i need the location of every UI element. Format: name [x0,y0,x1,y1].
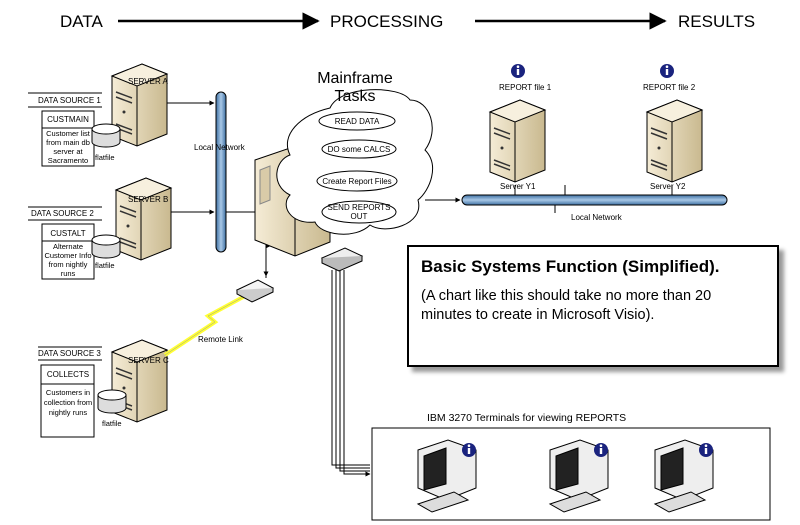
terminals-label: IBM 3270 Terminals for viewing REPORTS [427,412,626,424]
source-label: DATA SOURCE 1 [38,96,101,105]
table-name: CUSTMAIN [47,115,89,124]
data-source-2: DATA SOURCE 2 CUSTALT Alternate Customer… [28,177,172,280]
svg-text:flatfile: flatfile [95,153,115,162]
info-icon [699,443,713,457]
server-y1-icon [489,99,546,183]
server-y2-icon [646,99,703,183]
lightning-icon [163,294,246,357]
svg-text:Alternate: Alternate [53,242,83,251]
svg-text:OUT: OUT [351,212,368,221]
table-name: CUSTALT [50,229,85,238]
svg-text:server at: server at [53,147,83,156]
server-label: SERVER C [128,356,169,365]
task-create-report-files: Create Report Files [322,177,391,186]
task-do-calcs: DO some CALCS [328,145,391,154]
summary-title: Basic Systems Function (Simplified). [421,257,720,276]
mainframe-title: Tasks [335,88,376,105]
local-network-label: Local Network [194,143,246,152]
info-icon [594,443,608,457]
source-label: DATA SOURCE 2 [31,209,94,218]
summary-body: (A chart like this should take no more t… [421,288,712,323]
svg-text:nightly runs: nightly runs [49,408,88,417]
svg-text:Sacramento: Sacramento [48,156,88,165]
report-file-1-label: REPORT file 1 [499,83,552,92]
data-source-3: DATA SOURCE 3 COLLECTS Customers in coll… [38,339,169,438]
svg-text:Customer list: Customer list [46,129,91,138]
local-network-bar-right [461,194,728,206]
mainframe-title: Mainframe [317,70,393,87]
remote-link-label: Remote Link [198,335,244,344]
svg-text:flatfile: flatfile [95,261,115,270]
summary-box: Basic Systems Function (Simplified). (A … [407,245,779,367]
report-file-2-label: REPORT file 2 [643,83,696,92]
server-b-icon [115,177,172,261]
flatfile-disk-icon [91,234,121,259]
info-icon [462,443,476,457]
header-data: DATA [60,12,103,31]
table-name: COLLECTS [47,370,89,379]
info-icon [511,64,525,78]
task-read-data: READ DATA [335,117,380,126]
svg-text:collection from: collection from [44,398,92,407]
flatfile-disk-icon [91,123,121,148]
header-results: RESULTS [678,12,755,31]
server-label: SERVER B [128,195,168,204]
source-label: DATA SOURCE 3 [38,349,101,358]
data-source-1: DATA SOURCE 1 CUSTMAIN Customer list fro… [28,63,169,167]
task-send-reports: SEND REPORTS [328,203,391,212]
header-processing: PROCESSING [330,12,443,31]
svg-text:Customers in: Customers in [46,388,90,397]
local-network-label-right: Local Network [571,213,623,222]
svg-text:flatfile: flatfile [102,419,122,428]
svg-text:runs: runs [61,269,76,278]
info-icon [660,64,674,78]
svg-text:from nightly: from nightly [49,260,88,269]
svg-text:from main db: from main db [46,138,90,147]
mainframe-tasks-cloud [276,89,434,235]
server-y1-label: Server Y1 [500,182,536,191]
server-y2-label: Server Y2 [650,182,686,191]
svg-text:Customer Info: Customer Info [44,251,91,260]
flatfile-disk-icon [97,389,127,414]
local-network-bar [215,91,227,253]
server-label: SERVER A [128,77,169,86]
